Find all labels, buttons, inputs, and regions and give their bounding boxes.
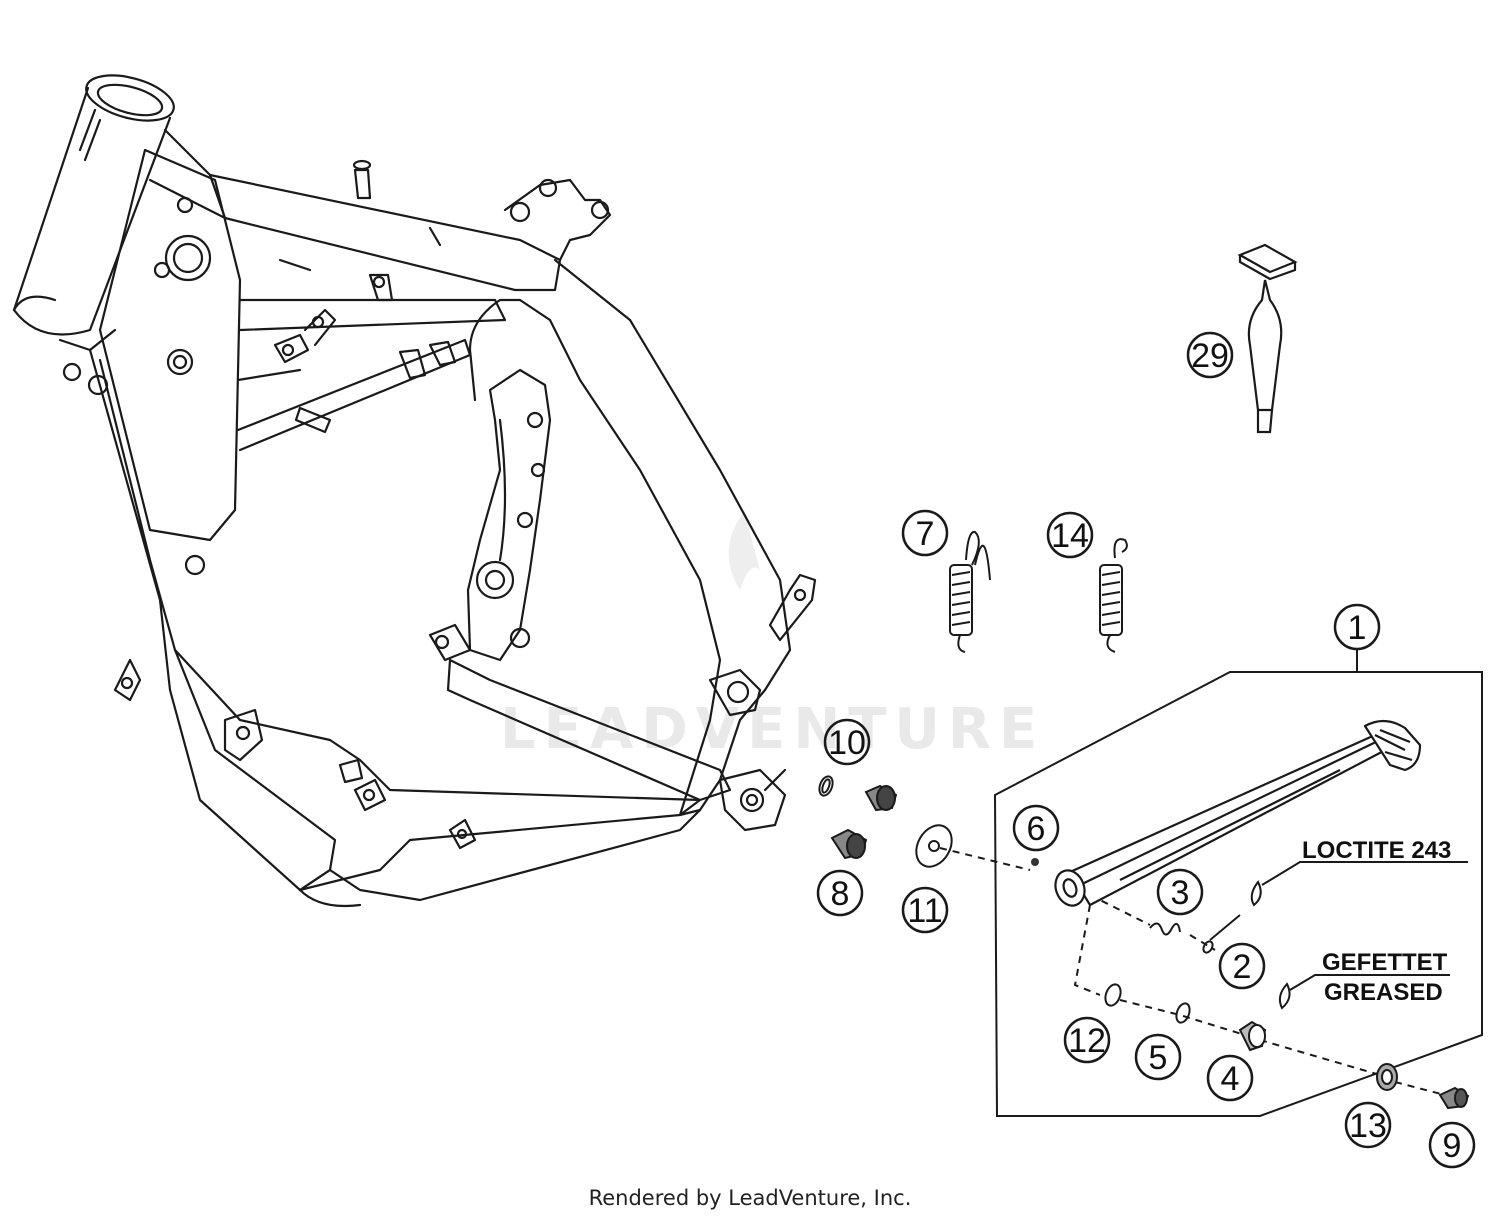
callout-12: 12 bbox=[1063, 1016, 1111, 1064]
callout-5-label: 5 bbox=[1149, 1039, 1168, 1077]
callout-2: 2 bbox=[1218, 942, 1266, 990]
motorcycle-frame bbox=[12, 74, 817, 908]
callout-14: 14 bbox=[1046, 511, 1094, 559]
callout-3: 3 bbox=[1156, 868, 1204, 916]
side-stand bbox=[1054, 719, 1422, 907]
note-leaders bbox=[1209, 861, 1468, 991]
callout-4: 4 bbox=[1206, 1054, 1254, 1102]
callout-11-label: 11 bbox=[907, 892, 942, 930]
part-12-ring bbox=[1104, 983, 1122, 1007]
part-2-pin bbox=[1202, 940, 1214, 954]
side-stand-mount bbox=[718, 768, 787, 832]
grease-drop bbox=[1278, 982, 1291, 1010]
callout-12-label: 12 bbox=[1068, 1022, 1106, 1060]
note-loctite: LOCTITE 243 bbox=[1302, 837, 1451, 864]
note-greased-en: GREASED bbox=[1324, 979, 1443, 1006]
down-tube bbox=[58, 338, 337, 892]
part-11-washer bbox=[915, 824, 953, 868]
part-9-screw bbox=[1438, 1086, 1470, 1110]
callout-1: 1 bbox=[1333, 603, 1381, 651]
swingarm-pivot-plate bbox=[466, 368, 552, 662]
callout-3-label: 3 bbox=[1171, 874, 1190, 912]
callout-14-label: 14 bbox=[1051, 517, 1089, 555]
assembly-box-1 bbox=[993, 648, 1483, 1117]
callout-13: 13 bbox=[1344, 1101, 1392, 1149]
footer-credit: Rendered by LeadVenture, Inc. bbox=[588, 1186, 912, 1210]
callout-9-label: 9 bbox=[1443, 1127, 1462, 1165]
callout-11: 11 bbox=[901, 886, 949, 934]
part-5-ring bbox=[1175, 1002, 1191, 1024]
part-14-spring bbox=[1099, 538, 1128, 653]
part-29-tool bbox=[1237, 243, 1298, 434]
callout-9: 9 bbox=[1428, 1121, 1476, 1169]
rear-shock-mount bbox=[503, 178, 612, 262]
callout-1-label: 1 bbox=[1348, 609, 1367, 647]
callout-8-label: 8 bbox=[831, 875, 850, 913]
part-7-spring bbox=[949, 530, 991, 653]
footpeg-mount bbox=[768, 573, 817, 642]
loctite-drop bbox=[1250, 880, 1262, 907]
callout-5: 5 bbox=[1134, 1033, 1182, 1081]
bottom-cradle bbox=[173, 648, 702, 892]
callout-4-label: 4 bbox=[1221, 1060, 1240, 1098]
top-tube bbox=[148, 128, 562, 292]
callout-7-label: 7 bbox=[916, 515, 935, 553]
callout-29: 29 bbox=[1186, 331, 1234, 379]
callout-8: 8 bbox=[816, 869, 864, 917]
callout-10-label: 10 bbox=[828, 724, 866, 762]
part-13-nut bbox=[1376, 1063, 1398, 1091]
part-3-spring-clip bbox=[1149, 922, 1181, 936]
part-4-bushing bbox=[1238, 1020, 1267, 1052]
steering-head-tube bbox=[12, 74, 175, 336]
callout-6-label: 6 bbox=[1027, 810, 1046, 848]
callout-10: 10 bbox=[823, 718, 871, 766]
callout-2-label: 2 bbox=[1233, 948, 1252, 986]
callout-7: 7 bbox=[901, 509, 949, 557]
callout-29-label: 29 bbox=[1191, 337, 1229, 375]
part-8-plug bbox=[830, 828, 868, 860]
part-bolt-upper bbox=[864, 784, 898, 812]
watermark-text: LEADVENTURE bbox=[500, 697, 1045, 762]
callout-13-label: 13 bbox=[1349, 1107, 1387, 1145]
note-greased-de: GEFETTET bbox=[1322, 949, 1448, 976]
assembly-lines bbox=[939, 847, 1446, 1096]
callout-6: 6 bbox=[1012, 804, 1060, 852]
part-10-ring bbox=[818, 775, 834, 797]
part-6-ball bbox=[1031, 858, 1039, 866]
callouts: 1 2 3 4 5 6 7 8 9 10 11 12 13 14 29 bbox=[816, 331, 1476, 1169]
